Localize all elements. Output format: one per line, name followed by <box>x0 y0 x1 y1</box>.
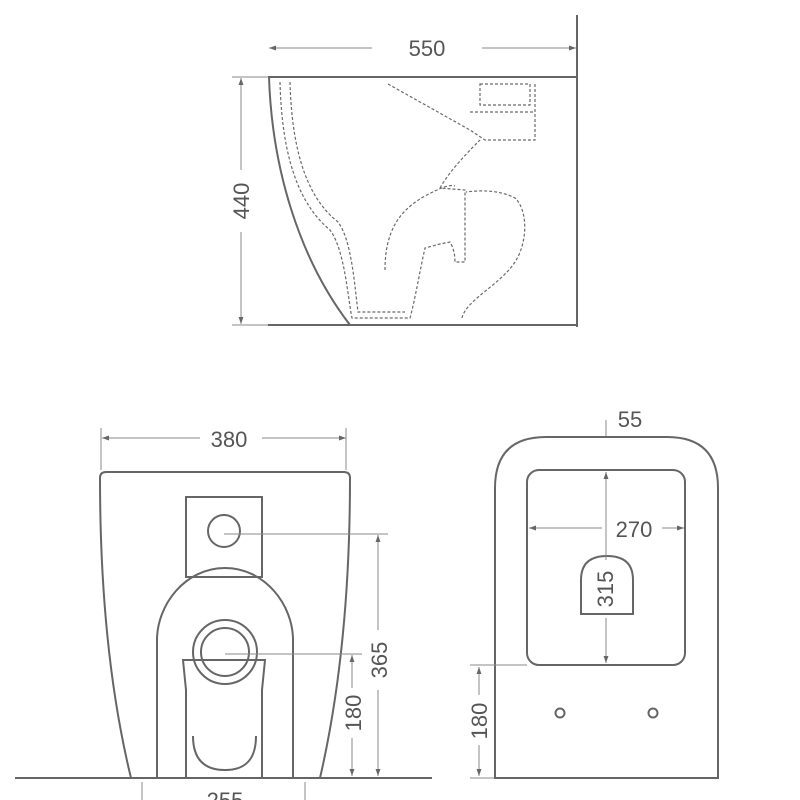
outlet-bend-line <box>461 190 526 319</box>
outlet-height-label: 180 <box>341 695 366 732</box>
seat-width-label: 270 <box>616 517 653 542</box>
outlet-lower <box>192 735 257 772</box>
top-outline <box>494 436 719 779</box>
inlet-box <box>470 83 535 113</box>
side-height-label: 440 <box>229 183 254 220</box>
outlet-neck <box>181 659 267 779</box>
fixing-hole-right <box>647 707 659 719</box>
front-body-outline <box>98 471 352 779</box>
bowl-outline <box>267 76 577 326</box>
base-width-label: 255 <box>207 788 244 800</box>
side-view: 550 440 <box>229 15 578 327</box>
fixing-height-label: 180 <box>467 703 492 740</box>
bowl-opening <box>580 554 634 615</box>
outlet-inner-circle <box>200 627 250 677</box>
front-width-label: 380 <box>211 427 248 452</box>
fixing-hole-left <box>554 707 566 719</box>
outlet-housing <box>156 566 294 778</box>
outlet-outer-circle <box>192 619 258 685</box>
trapway-hidden-lines <box>279 81 466 319</box>
opening-length-label: 315 <box>593 571 618 608</box>
top-offset-label: 55 <box>618 407 642 432</box>
seat-outline <box>526 469 686 666</box>
outlet-hidden-line <box>384 184 456 271</box>
trapway-inner-line <box>289 81 405 313</box>
inlet-height-label: 365 <box>367 642 392 679</box>
cistern-plate <box>185 496 263 578</box>
cistern-inlet-line <box>387 83 536 189</box>
front-view: 380 365 180 255 <box>15 427 432 800</box>
water-inlet-circle <box>207 514 241 548</box>
side-depth-label: 550 <box>409 36 446 61</box>
top-view: 55 270 315 180 <box>467 407 719 779</box>
